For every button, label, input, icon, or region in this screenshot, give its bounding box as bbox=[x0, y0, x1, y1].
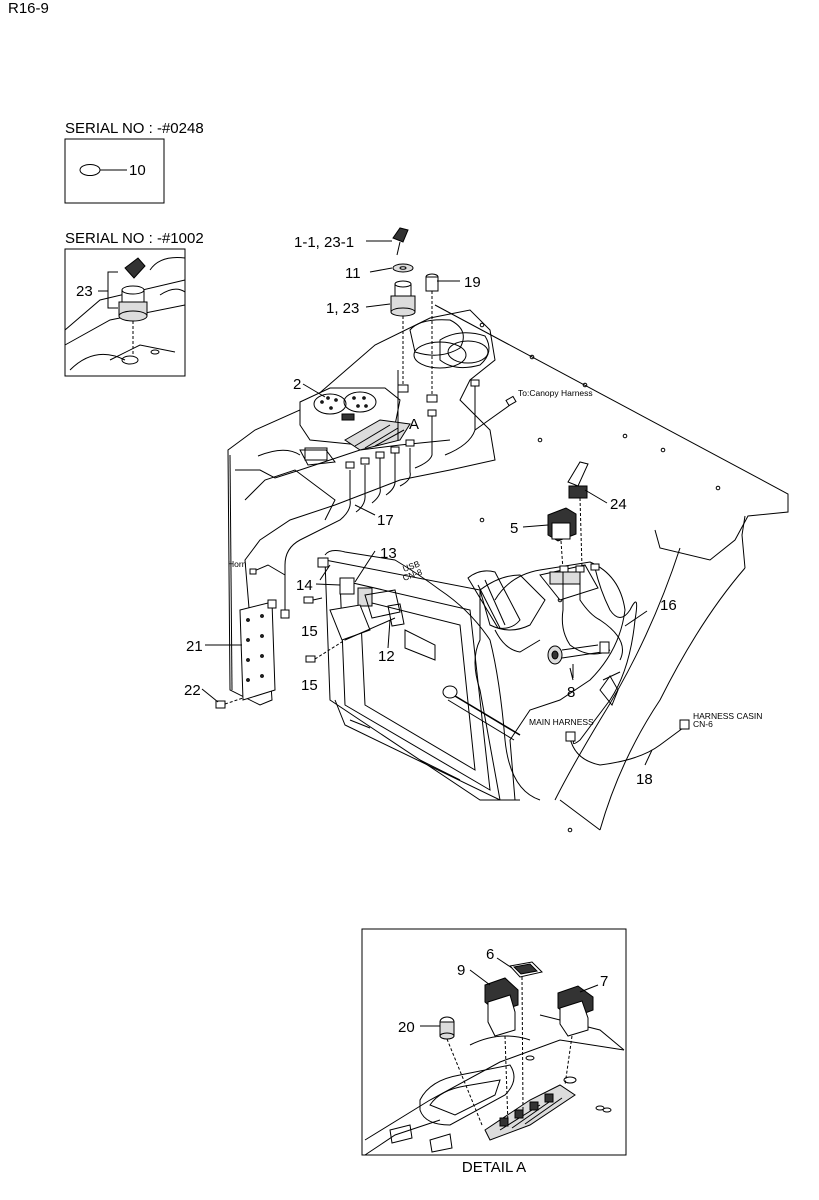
callout-bracket-12: 12 bbox=[378, 648, 395, 665]
start-switch bbox=[390, 280, 416, 390]
inset2-callout: 23 bbox=[76, 283, 93, 300]
o-ring bbox=[79, 164, 101, 176]
rocker-7 bbox=[557, 985, 594, 1086]
inset1-box: 10 bbox=[64, 138, 165, 204]
connector-8 bbox=[547, 641, 610, 678]
inset1-callout: 10 bbox=[129, 162, 146, 179]
callout-screw-15a: 15 bbox=[301, 623, 318, 640]
main-assembly bbox=[215, 227, 789, 833]
inset1-serial: SERIAL NO : -#0248 bbox=[65, 120, 204, 137]
inset2-serial: SERIAL NO : -#1002 bbox=[65, 230, 204, 247]
relay-13 bbox=[357, 587, 373, 607]
callout-harness-17: 17 bbox=[377, 512, 394, 529]
detail-callout-20: 20 bbox=[398, 1019, 415, 1036]
key-1-1 bbox=[392, 227, 409, 256]
detail-callout-7: 7 bbox=[600, 973, 608, 990]
note-main-harness: MAIN HARNESS bbox=[529, 717, 594, 727]
knob-20 bbox=[439, 1016, 483, 1126]
socket-19 bbox=[425, 273, 439, 400]
cap-24 bbox=[567, 461, 589, 569]
callout-start-switch: 1, 23 bbox=[326, 300, 359, 317]
note-horn: Horn bbox=[228, 559, 247, 569]
callout-panel: 2 bbox=[293, 376, 301, 393]
bracket-12 bbox=[329, 604, 371, 641]
relay-14 bbox=[339, 577, 355, 595]
detail-a-box bbox=[361, 928, 627, 1156]
callout-key: 1-1, 23-1 bbox=[294, 234, 354, 251]
callout-relay-14: 14 bbox=[296, 577, 313, 594]
callout-washer: 11 bbox=[345, 265, 361, 282]
callout-board-21: 21 bbox=[186, 638, 203, 655]
note-casing: HARNESS CASIN bbox=[693, 711, 762, 721]
callout-harness-16: 16 bbox=[660, 597, 677, 614]
callout-screw-15b: 15 bbox=[301, 677, 318, 694]
detail-callout-6: 6 bbox=[486, 946, 494, 963]
callout-cap-24: 24 bbox=[610, 496, 627, 513]
callout-detail-ref: A bbox=[409, 416, 419, 433]
screw-15a bbox=[303, 596, 323, 604]
panel-dots bbox=[320, 396, 368, 410]
note-canopy: To:Canopy Harness bbox=[518, 388, 593, 398]
switch-5 bbox=[547, 507, 577, 571]
page-code: R16-9 bbox=[8, 0, 49, 17]
note-casing-cn: CN-6 bbox=[693, 719, 713, 729]
detail-title: DETAIL A bbox=[462, 1159, 526, 1176]
key-icon bbox=[124, 257, 146, 279]
detail-callout-9: 9 bbox=[457, 962, 465, 979]
callout-socket: 19 bbox=[464, 274, 481, 291]
rocker-9 bbox=[484, 977, 519, 1126]
bolt-22 bbox=[215, 697, 244, 709]
floor-rivets bbox=[479, 322, 721, 833]
screw-15b bbox=[305, 639, 346, 663]
callout-switch-5: 5 bbox=[510, 520, 518, 537]
callout-relay-13: 13 bbox=[380, 545, 397, 562]
plate-6 bbox=[509, 961, 543, 1111]
callout-connector-8: 8 bbox=[567, 684, 575, 701]
inset2-box: 23 bbox=[64, 248, 186, 377]
callout-harness-18: 18 bbox=[636, 771, 653, 788]
leader-lines bbox=[201, 240, 653, 766]
callout-bolt-22: 22 bbox=[184, 682, 201, 699]
